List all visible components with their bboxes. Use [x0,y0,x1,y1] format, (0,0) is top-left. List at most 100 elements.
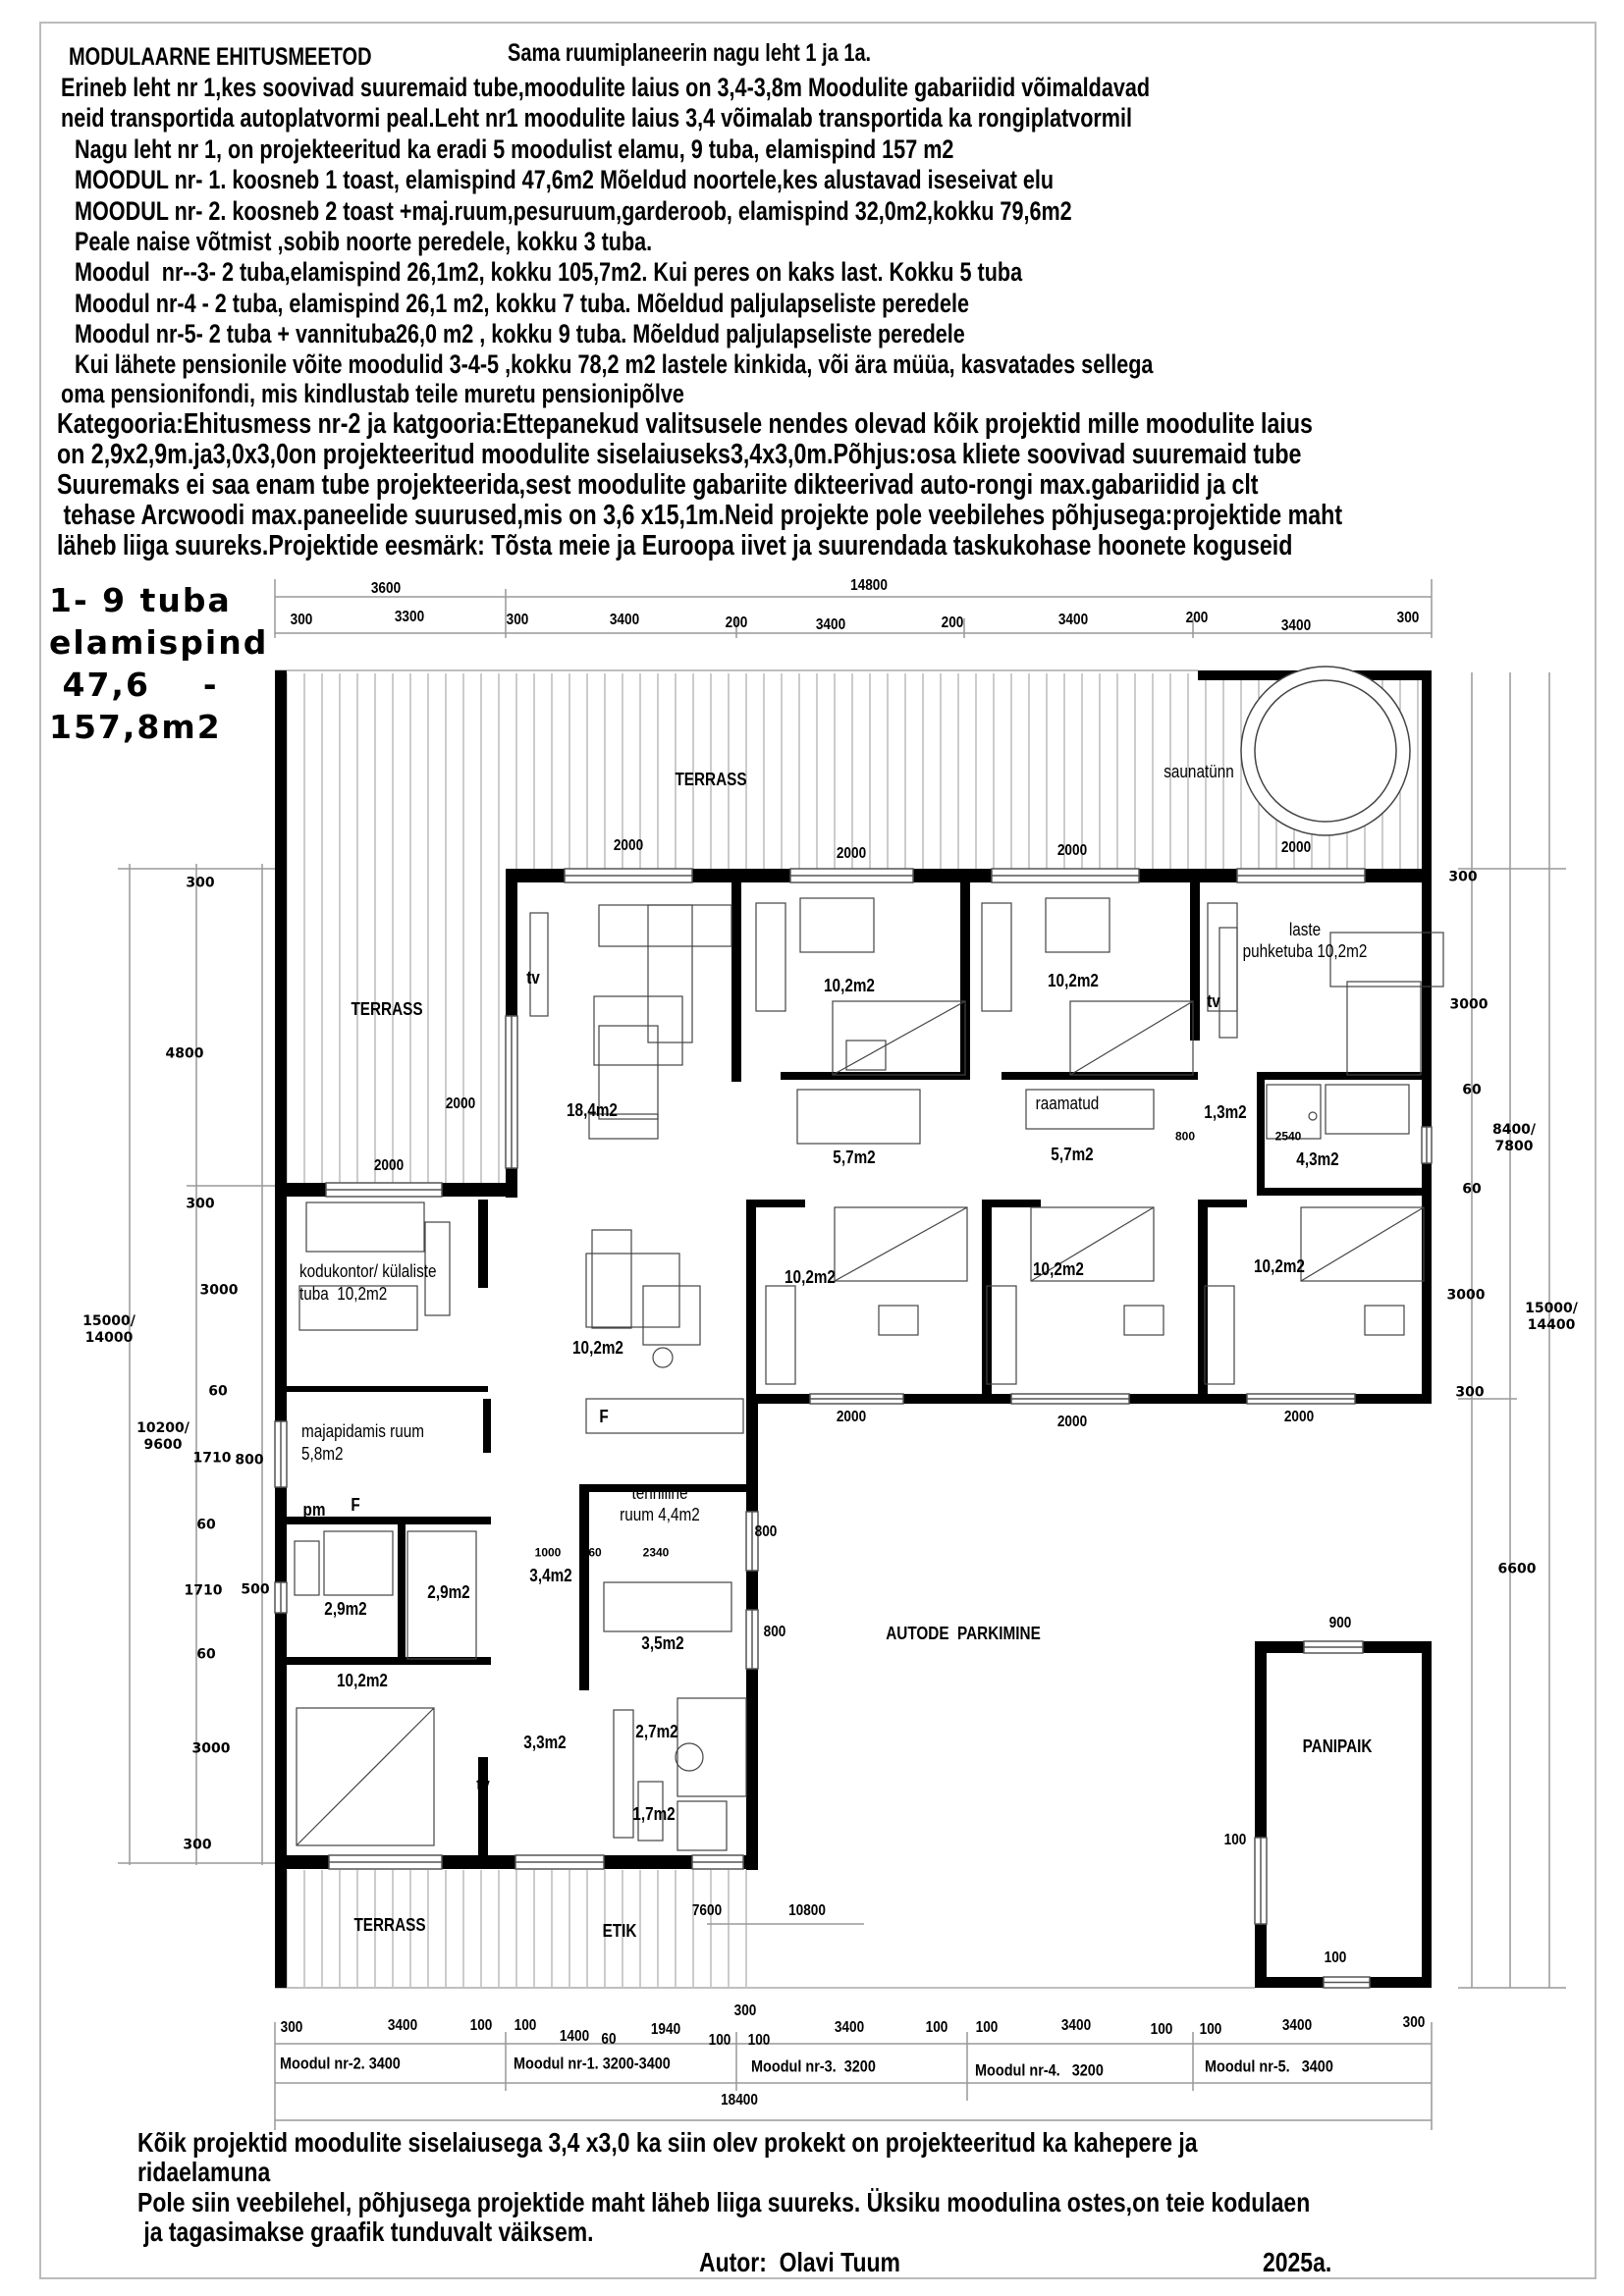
top-dim: 300 [506,612,529,629]
room-label-storage: PANIPAIK [1302,1736,1373,1757]
wall [746,1200,756,1396]
furniture-piece [529,912,549,1017]
footer-line: ridaelamuna [137,2157,271,2187]
wall [746,1394,810,1404]
wall [1255,1924,1267,1988]
left-dim: 300 [186,875,215,891]
bed-icon [1030,1206,1155,1282]
wall [275,1386,488,1392]
room-dim: 60 [588,1545,602,1560]
position-dim: 7600 [691,1902,723,1920]
description-line: Nagu leht nr 1, on projekteeritud ka era… [69,134,954,164]
bottom-dim: 300 [1402,2014,1426,2032]
room-label-bedroom: 10,2m2 [824,976,875,996]
left-dim: 60 [196,1517,216,1533]
window-dim: 2000 [373,1157,405,1175]
furniture-piece [1123,1305,1164,1336]
bottom-dim: 100 [469,2017,493,2035]
category-line: Suuremaks ei saa enam tube projekteerida… [57,469,1259,501]
furniture-piece [406,1530,477,1660]
window-dim: 100 [1324,1949,1347,1967]
room-label-sauna: saunatünn [1164,762,1234,782]
left-dim: 300 [186,1196,215,1212]
furniture-piece [1025,1089,1155,1130]
bottom-dim: 1400 [559,2028,590,2046]
furniture-piece [845,1040,887,1071]
position-dim: 10800 [788,1902,826,1920]
top-dim: 200 [941,614,964,632]
description-line: MOODUL nr- 2. koosneb 2 toast +maj.ruum,… [69,196,1072,226]
room-label-hall: 3,3m2 [523,1733,567,1753]
bottom-dim: 3400 [1060,2017,1092,2035]
wall [1255,1641,1304,1653]
right-dim: 3000 [1449,996,1489,1013]
module-label-5: Moodul nr-5. 3400 [1205,2056,1333,2076]
furniture-piece [878,1305,919,1336]
wall [506,869,565,882]
room-label-terrace: TERRASS [675,770,747,790]
fridge-label: F [351,1495,360,1516]
description-line: Moodul nr--3- 2 tuba,elamispind 26,1m2, … [69,257,1023,287]
furniture-piece [755,902,786,1012]
wall [1139,869,1237,882]
window-dim: 2000 [836,845,867,863]
furniture-piece [647,904,693,1043]
room-label-utility: majapidamis ruum [301,1421,425,1442]
bottom-dim: 100 [514,2017,537,2035]
module-label-2: Moodul nr-2. 3400 [280,2054,401,2073]
furniture-piece [1218,927,1238,1039]
wall [1198,1200,1208,1396]
bed-diagonal [1069,1000,1194,1076]
room-label-playroom: laste [1288,920,1322,940]
module-label-3: Moodul nr-3. 3200 [751,2056,876,2076]
room-dim: 2340 [642,1545,670,1560]
summary-area-max: 157,8m2 [49,708,222,746]
room-label-wc: 2,9m2 [324,1599,367,1620]
furniture-piece [1364,1305,1405,1336]
left-dim: 500 [241,1581,270,1598]
room-label-office: kodukontor/ külaliste [299,1261,437,1282]
window-dim: 800 [763,1624,786,1641]
bottom-dim: 60 [601,2031,617,2049]
bed-diagonal [834,1206,968,1282]
category-line: läheb liiga suureks.Projektide eesmärk: … [57,530,1293,561]
year: 2025a. [1263,2247,1332,2277]
window-dim: 2000 [836,1409,867,1426]
description-line: Kui lähete pensionile võite moodulid 3-4… [69,349,1154,379]
room-label-bedroom: 10,2m2 [337,1671,388,1691]
top-dim: 3400 [1057,612,1089,629]
wall [506,869,517,1016]
wall [1255,1977,1324,1988]
room-label-wc: 1,7m2 [632,1804,676,1825]
wall [579,1484,589,1690]
module-label-4: Moodul nr-4. 3200 [975,2060,1104,2080]
left-dim-module: 10200/ 9600 [136,1420,189,1453]
wall [1363,1641,1432,1653]
wall [731,1072,741,1082]
wall [483,1399,491,1453]
right-dim-overall: 15000/ 14400 [1525,1301,1578,1333]
top-dim-overall: 14800 [850,577,888,595]
room-label-kitchen: 10,2m2 [572,1338,623,1359]
description-line: Erineb leht nr 1,kes soovivad suuremaid … [61,73,1151,102]
furniture-piece [585,1398,744,1434]
bottom-dim: 1940 [650,2021,681,2039]
right-dim: 3000 [1446,1287,1486,1304]
author: Autor: Olavi Tuum [699,2247,900,2277]
room-label-terrace: TERRASS [353,1915,426,1936]
furniture-piece [1346,981,1422,1076]
top-dim: 200 [1185,610,1209,627]
right-dim: 300 [1448,869,1478,885]
right-dim: 6600 [1497,1561,1537,1577]
bed-icon [832,1000,966,1076]
bottom-dim: 300 [733,2002,757,2020]
bed-diagonal [1030,1206,1155,1282]
left-dim: 1710 [184,1582,223,1599]
top-dim: 3400 [1280,617,1312,635]
room-label-sauna: 2,7m2 [635,1722,678,1742]
room-label-washroom: 3,5m2 [641,1633,684,1654]
wall [743,1855,758,1869]
wall [275,1855,329,1869]
bottom-dim: 100 [925,2019,948,2037]
room-label-porch: ETIK [602,1921,637,1942]
